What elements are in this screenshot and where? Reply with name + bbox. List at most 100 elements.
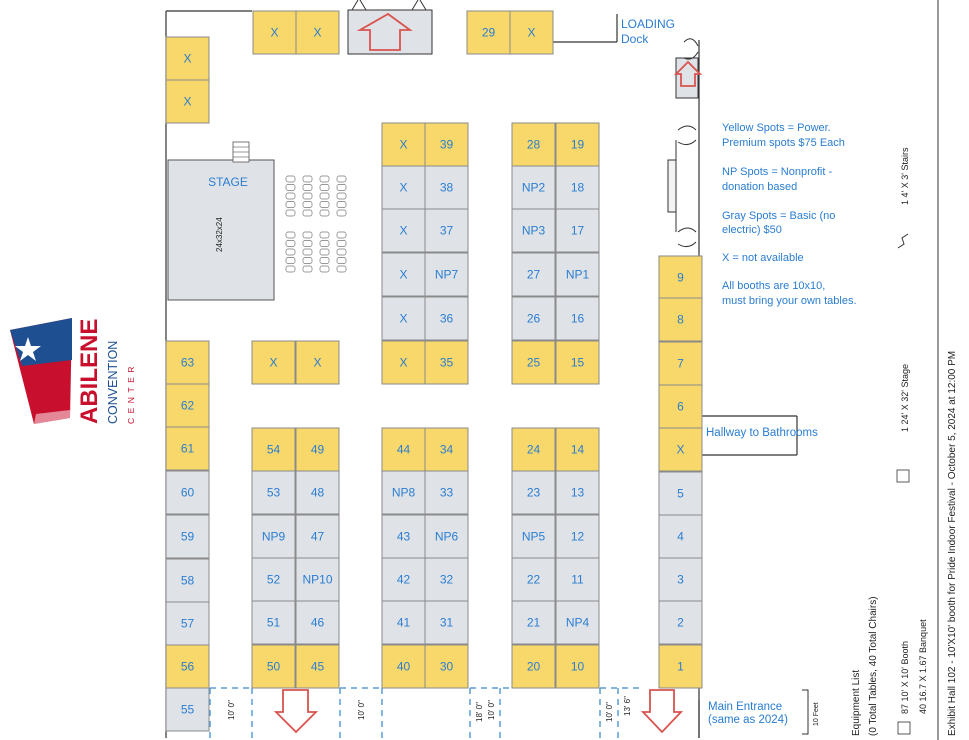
booth-1[interactable]: 1 [658, 644, 703, 689]
booth-3[interactable]: 3 [658, 557, 703, 602]
booth-46[interactable]: 46 [295, 600, 340, 645]
booth-x[interactable]: X [295, 10, 340, 55]
booth-42[interactable]: 42 [381, 557, 426, 602]
booth-40[interactable]: 40 [381, 644, 426, 689]
booth-47[interactable]: 47 [295, 514, 340, 559]
booth-np8[interactable]: NP8 [381, 470, 426, 515]
booth-x[interactable]: X [165, 36, 210, 81]
booth-x[interactable]: X [381, 252, 426, 297]
booth-31[interactable]: 31 [424, 600, 469, 645]
booth-np4[interactable]: NP4 [555, 600, 600, 645]
booth-39[interactable]: 39 [424, 122, 469, 167]
booth-5[interactable]: 5 [658, 471, 703, 516]
booth-22[interactable]: 22 [511, 557, 556, 602]
booth-18[interactable]: 18 [555, 165, 600, 210]
booth-8[interactable]: 8 [658, 297, 703, 342]
booth-62[interactable]: 62 [165, 383, 210, 428]
booth-21[interactable]: 21 [511, 600, 556, 645]
booth-37[interactable]: 37 [424, 208, 469, 253]
chair-icon [285, 201, 296, 208]
booth-44[interactable]: 44 [381, 427, 426, 472]
booth-56[interactable]: 56 [165, 644, 210, 689]
booth-59[interactable]: 59 [165, 514, 210, 559]
booth-54[interactable]: 54 [251, 427, 296, 472]
booth-29[interactable]: 29 [466, 10, 511, 55]
booth-36[interactable]: 36 [424, 296, 469, 341]
booth-24[interactable]: 24 [511, 427, 556, 472]
booth-17[interactable]: 17 [555, 208, 600, 253]
booth-np10[interactable]: NP10 [295, 557, 340, 602]
logo-name: ABILENE [76, 319, 103, 424]
booth-12[interactable]: 12 [555, 514, 600, 559]
booth-11[interactable]: 11 [555, 557, 600, 602]
booth-np5[interactable]: NP5 [511, 514, 556, 559]
booth-45[interactable]: 45 [295, 644, 340, 689]
booth-51[interactable]: 51 [251, 600, 296, 645]
booth-7[interactable]: 7 [658, 341, 703, 386]
hallway-label: Hallway to Bathrooms [706, 427, 818, 439]
booth-label: 3 [677, 573, 684, 587]
booth-63[interactable]: 63 [165, 340, 210, 385]
booth-x[interactable]: X [658, 427, 703, 472]
booth-x[interactable]: X [251, 340, 296, 385]
booth-label: 17 [571, 224, 585, 238]
booth-43[interactable]: 43 [381, 514, 426, 559]
booth-10[interactable]: 10 [555, 644, 600, 689]
booth-13[interactable]: 13 [555, 470, 600, 515]
booth-x[interactable]: X [295, 340, 340, 385]
booth-6[interactable]: 6 [658, 384, 703, 429]
booth-55[interactable]: 55 [165, 687, 210, 732]
booth-57[interactable]: 57 [165, 601, 210, 646]
booth-label: 14 [571, 443, 585, 457]
booth-14[interactable]: 14 [555, 427, 600, 472]
booth-27[interactable]: 27 [511, 252, 556, 297]
booth-x[interactable]: X [165, 79, 210, 124]
booth-x[interactable]: X [381, 296, 426, 341]
booth-9[interactable]: 9 [658, 255, 703, 300]
booth-np6[interactable]: NP6 [424, 514, 469, 559]
booth-np3[interactable]: NP3 [511, 208, 556, 253]
booth-np7[interactable]: NP7 [424, 252, 469, 297]
booth-61[interactable]: 61 [165, 426, 210, 471]
booth-rect [251, 470, 296, 515]
booth-20[interactable]: 20 [511, 644, 556, 689]
booth-38[interactable]: 38 [424, 165, 469, 210]
booth-35[interactable]: 35 [424, 340, 469, 385]
booth-4[interactable]: 4 [658, 514, 703, 559]
booth-2[interactable]: 2 [658, 600, 703, 645]
booth-x[interactable]: X [381, 340, 426, 385]
booth-25[interactable]: 25 [511, 340, 556, 385]
booth-49[interactable]: 49 [295, 427, 340, 472]
booth-34[interactable]: 34 [424, 427, 469, 472]
booth-52[interactable]: 52 [251, 557, 296, 602]
booth-23[interactable]: 23 [511, 470, 556, 515]
booth-28[interactable]: 28 [511, 122, 556, 167]
booth-15[interactable]: 15 [555, 340, 600, 385]
booth-19[interactable]: 19 [555, 122, 600, 167]
legend-x: X = not available [722, 252, 804, 264]
booth-rect [511, 252, 556, 297]
booth-x[interactable]: X [381, 165, 426, 210]
booth-41[interactable]: 41 [381, 600, 426, 645]
booth-label: 57 [181, 617, 195, 631]
chair-icon [302, 201, 313, 208]
booth-x[interactable]: X [509, 10, 554, 55]
booth-48[interactable]: 48 [295, 470, 340, 515]
booth-26[interactable]: 26 [511, 296, 556, 341]
booth-16[interactable]: 16 [555, 296, 600, 341]
booth-60[interactable]: 60 [165, 470, 210, 515]
booth-np1[interactable]: NP1 [555, 252, 600, 297]
booth-58[interactable]: 58 [165, 558, 210, 603]
booth-x[interactable]: X [252, 10, 297, 55]
booth-50[interactable]: 50 [251, 644, 296, 689]
booth-np2[interactable]: NP2 [511, 165, 556, 210]
booth-x[interactable]: X [381, 122, 426, 167]
booth-x[interactable]: X [381, 208, 426, 253]
booth-30[interactable]: 30 [424, 644, 469, 689]
booth-53[interactable]: 53 [251, 470, 296, 515]
booth-np9[interactable]: NP9 [251, 514, 296, 559]
chair-icon [319, 201, 330, 208]
booth-33[interactable]: 33 [424, 470, 469, 515]
booth-32[interactable]: 32 [424, 557, 469, 602]
booth-rect [381, 427, 426, 472]
